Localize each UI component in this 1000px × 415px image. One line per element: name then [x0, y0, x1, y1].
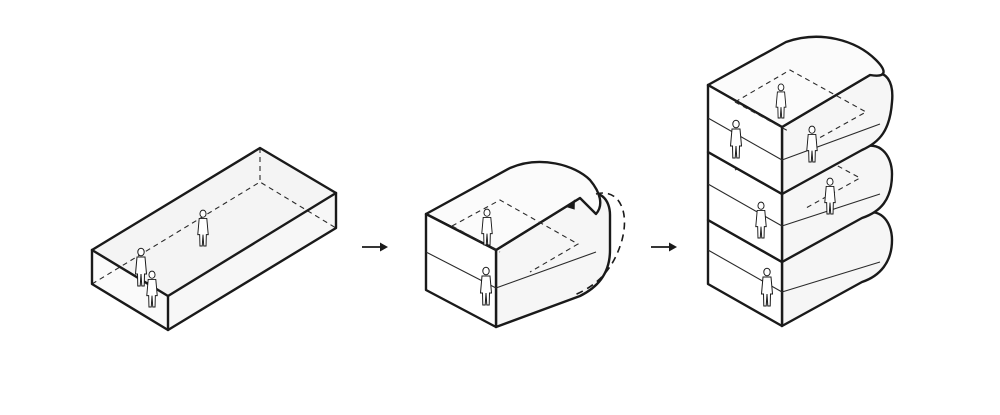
- stage-stacked-volumes: [706, 35, 894, 328]
- stage-folded-volume: [424, 160, 626, 329]
- stack-module-top: [706, 35, 894, 196]
- arrow-right-icon: [651, 242, 677, 252]
- stage-flat-slab: [90, 146, 338, 332]
- arrow-right-icon: [362, 242, 388, 252]
